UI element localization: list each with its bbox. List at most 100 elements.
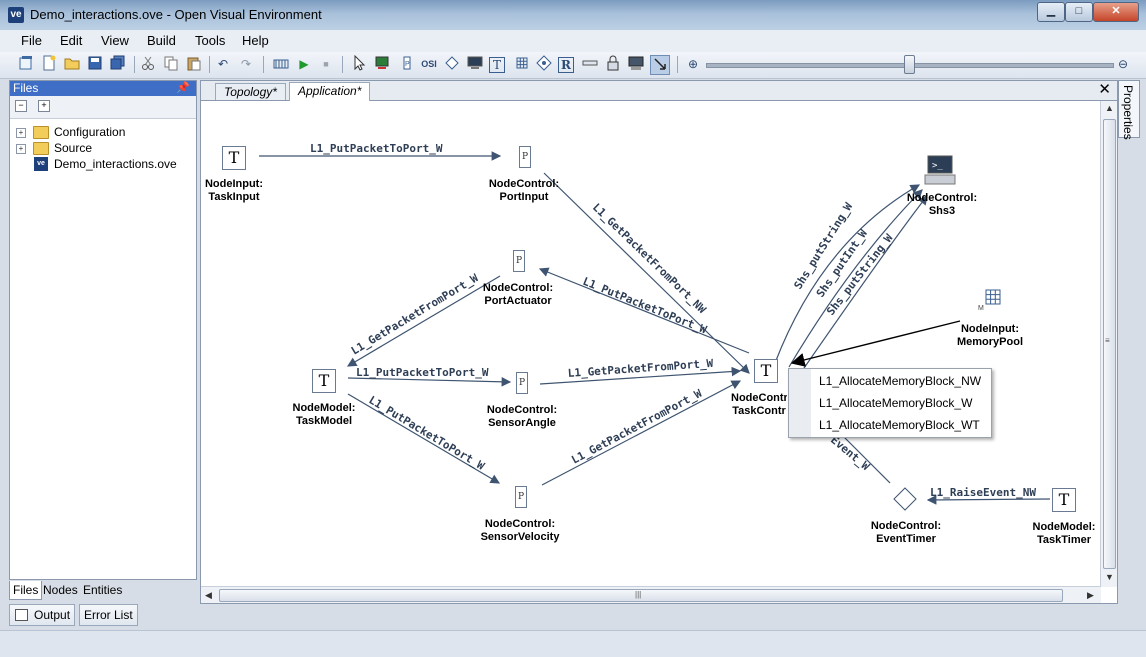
display-icon[interactable] <box>627 55 645 73</box>
save-icon[interactable] <box>86 55 104 73</box>
expand-icon[interactable]: + <box>16 128 26 138</box>
resource-icon[interactable]: R <box>558 57 574 73</box>
node-label-port-actuator: NodeControl:PortActuator <box>482 282 554 307</box>
horizontal-scroll-thumb[interactable]: ||| <box>219 589 1063 602</box>
vertical-scrollbar[interactable]: ▲ ≡ ▼ <box>1100 101 1117 587</box>
expand-icon[interactable]: + <box>16 144 26 154</box>
scroll-right-icon[interactable]: ▶ <box>1087 590 1094 600</box>
link-icon[interactable] <box>581 55 599 73</box>
new-project-icon[interactable] <box>17 55 35 73</box>
copy-icon[interactable] <box>162 55 180 73</box>
zoom-in-icon[interactable]: ⊕ <box>687 57 699 71</box>
context-menu-gutter <box>789 369 811 437</box>
memory-icon[interactable] <box>512 55 530 73</box>
document-tabs: Topology* Application* ✕ <box>201 81 1117 101</box>
stop-icon[interactable]: ■ <box>323 59 329 69</box>
cut-icon[interactable] <box>139 55 157 73</box>
menu-view[interactable]: View <box>101 33 129 48</box>
diamond-icon[interactable] <box>443 55 461 73</box>
menu-item-allocate-wt[interactable]: L1_AllocateMemoryBlock_WT <box>819 418 980 432</box>
edge-line <box>774 184 921 364</box>
scroll-down-icon[interactable]: ▼ <box>1105 572 1114 582</box>
pin-icon[interactable]: 📌 <box>176 82 190 94</box>
tab-files[interactable]: Files <box>9 581 43 600</box>
event-icon[interactable] <box>535 55 553 73</box>
node-label-task-model: NodeModel:TaskModel <box>292 402 356 427</box>
node-shs3[interactable]: >_ <box>924 155 958 187</box>
build-icon[interactable] <box>272 55 290 73</box>
output-bar: Output Error List <box>9 604 189 626</box>
vertical-scroll-thumb[interactable]: ≡ <box>1103 119 1116 569</box>
maximize-button[interactable]: □ <box>1065 2 1093 22</box>
menu-edit[interactable]: Edit <box>60 33 83 48</box>
edge-label: L1_PutPacketToPort_W <box>310 142 443 155</box>
horizontal-scrollbar[interactable]: ◀ ||| ▶ <box>201 586 1101 603</box>
os-icon[interactable]: OSI <box>421 59 437 69</box>
node-label-sensor-angle: NodeControl:SensorAngle <box>486 404 558 429</box>
minimize-button[interactable]: ▁ <box>1037 2 1065 22</box>
select-icon[interactable] <box>350 54 368 73</box>
lock-icon[interactable] <box>604 55 622 73</box>
terminal-icon: >_ <box>924 155 956 185</box>
text-icon[interactable]: T <box>489 57 505 73</box>
close-document-icon[interactable]: ✕ <box>1098 81 1111 98</box>
menu-tools[interactable]: Tools <box>195 33 226 48</box>
menu-build[interactable]: Build <box>147 33 176 48</box>
edge-line <box>347 376 512 387</box>
node-label-sensor-velocity: NodeControl:SensorVelocity <box>480 518 560 543</box>
open-icon[interactable] <box>63 55 81 73</box>
node-sensor-velocity[interactable]: P <box>515 486 527 508</box>
node-task-input[interactable]: T <box>222 146 246 170</box>
node-port-input[interactable]: P <box>519 146 531 168</box>
redo-icon[interactable]: ↷ <box>240 57 252 71</box>
save-all-icon[interactable] <box>109 55 127 73</box>
tab-nodes[interactable]: Nodes <box>43 583 78 597</box>
svg-text:>_: >_ <box>932 161 943 171</box>
node-task-model[interactable]: T <box>312 369 336 393</box>
tab-entities[interactable]: Entities <box>83 583 123 597</box>
undo-icon[interactable]: ↶ <box>217 57 229 71</box>
edge-line <box>541 380 742 486</box>
screen-icon[interactable] <box>466 55 484 73</box>
menu-item-allocate-nw[interactable]: L1_AllocateMemoryBlock_NW <box>819 374 982 388</box>
expand-all-icon[interactable]: + <box>38 100 50 112</box>
node-sensor-angle[interactable]: P <box>516 372 528 394</box>
node-task-timer[interactable]: T <box>1052 488 1076 512</box>
output-button[interactable]: Output <box>9 604 76 626</box>
node-memory-pool[interactable]: M <box>977 289 1003 312</box>
scroll-up-icon[interactable]: ▲ <box>1105 103 1114 113</box>
node-icon[interactable] <box>373 55 391 73</box>
edge-line <box>539 366 742 385</box>
edge-line <box>926 495 1051 505</box>
run-icon[interactable]: ▶ <box>299 57 309 71</box>
diagram-canvas[interactable]: L1_PutPacketToPort_W L1_GetPacketFromPor… <box>202 101 1100 584</box>
scroll-left-icon[interactable]: ◀ <box>205 590 212 600</box>
zoom-out-icon[interactable]: ⊖ <box>1117 57 1129 71</box>
edge-label: L1_PutPacketToPort_W <box>366 393 487 473</box>
document-area: Topology* Application* ✕ <box>200 80 1118 604</box>
collapse-all-icon[interactable]: − <box>15 100 27 112</box>
arrow-tool-icon[interactable] <box>650 55 670 75</box>
error-list-button[interactable]: Error List <box>79 604 138 626</box>
edge-label: Event_W <box>828 433 872 473</box>
close-window-button[interactable]: ✕ <box>1093 2 1139 22</box>
output-icon <box>15 609 28 621</box>
properties-side-tab[interactable]: Properties <box>1118 80 1140 140</box>
zoom-slider-thumb[interactable] <box>904 55 915 74</box>
context-menu: L1_AllocateMemoryBlock_NW L1_AllocateMem… <box>788 368 992 438</box>
menu-file[interactable]: File <box>21 33 42 48</box>
menu-item-allocate-w[interactable]: L1_AllocateMemoryBlock_W <box>819 396 973 410</box>
menu-help[interactable]: Help <box>242 33 269 48</box>
paste-icon[interactable] <box>185 55 203 73</box>
tab-application[interactable]: Application* <box>289 82 371 101</box>
tab-topology[interactable]: Topology* <box>215 83 286 100</box>
new-file-icon[interactable] <box>40 55 58 73</box>
node-task-control[interactable]: T <box>754 359 778 383</box>
status-bar <box>0 630 1146 657</box>
node-port-actuator[interactable]: P <box>513 250 525 272</box>
tree-item-label: Source <box>54 141 93 155</box>
tree-item-label: Demo_interactions.ove <box>54 157 177 171</box>
port-icon[interactable]: P <box>398 55 416 73</box>
edge-line <box>801 195 928 372</box>
node-event-timer[interactable] <box>893 487 917 511</box>
